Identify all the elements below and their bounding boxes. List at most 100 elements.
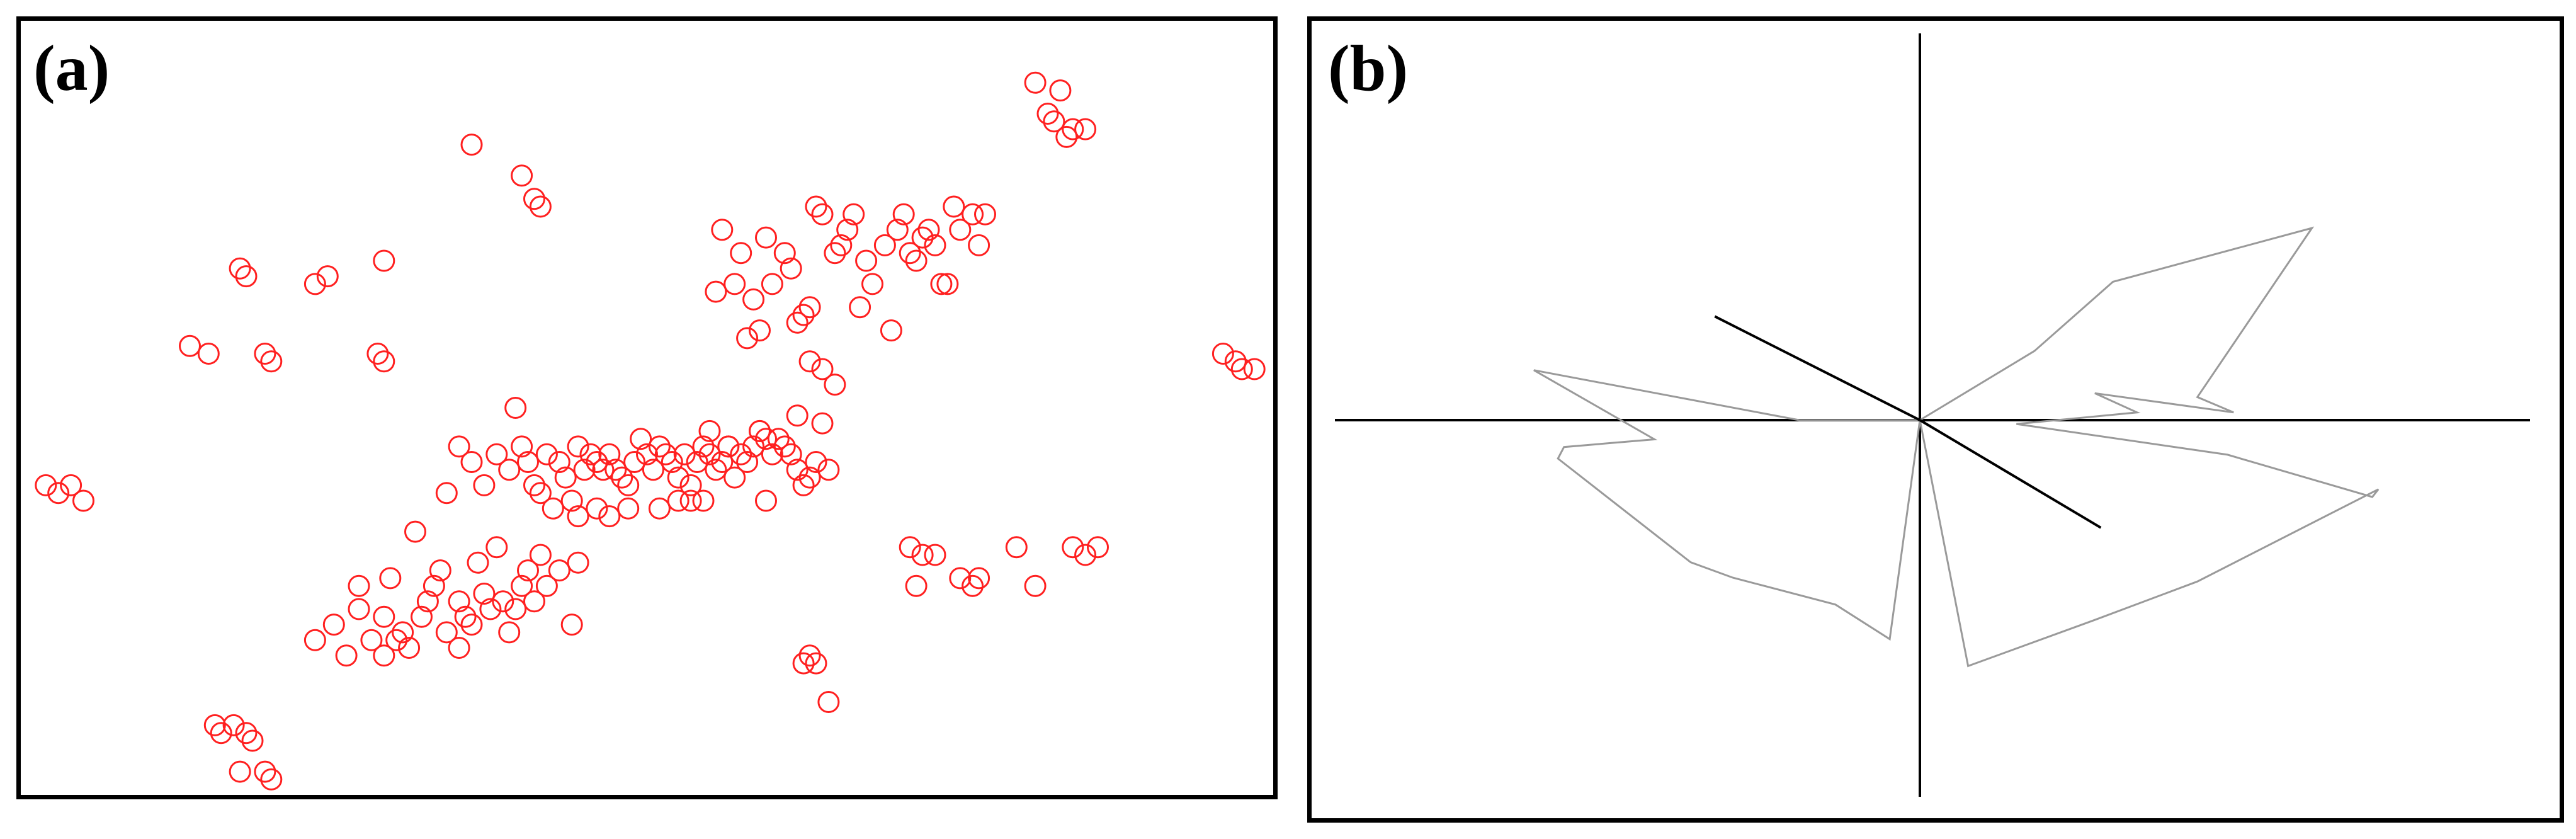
data-point-33 [235,722,258,745]
data-point-127 [736,451,759,473]
data-point-183 [880,319,902,342]
data-point-101 [573,459,596,481]
data-point-143 [485,443,508,465]
data-point-56 [335,644,358,667]
data-point-110 [630,428,652,450]
data-point-133 [773,435,796,458]
data-point-64 [392,621,414,644]
data-point-105 [598,443,621,465]
data-point-11 [1043,110,1065,133]
data-point-36 [254,760,276,783]
data-point-13 [1055,125,1078,148]
data-point-40 [924,544,946,566]
data-point-132 [767,428,790,450]
data-point-82 [511,574,533,597]
data-point-125 [723,466,746,489]
data-point-80 [498,621,521,644]
data-point-198 [786,404,809,427]
data-point-92 [498,459,521,481]
data-point-185 [892,203,915,225]
data-point-29 [373,249,395,272]
data-point-28 [373,350,395,373]
data-point-87 [548,559,570,582]
data-point-122 [705,459,727,481]
data-point-72 [448,590,470,613]
data-point-154 [692,489,715,512]
data-point-39 [911,544,934,566]
data-point-176 [830,234,853,256]
data-point-70 [435,621,458,644]
data-point-147 [567,505,589,528]
data-point-26 [316,265,339,288]
data-point-202 [824,374,846,396]
data-point-146 [542,497,564,520]
data-point-4 [511,164,533,187]
data-point-106 [604,459,627,481]
data-point-81 [504,598,527,620]
data-point-49 [1087,536,1109,559]
data-point-134 [780,443,802,465]
data-point-148 [586,497,608,520]
data-point-17 [1230,358,1253,380]
data-point-121 [698,443,721,465]
data-point-116 [667,466,689,489]
data-point-97 [548,451,570,473]
data-point-96 [535,443,558,465]
data-point-48 [1074,544,1097,566]
data-point-32 [222,714,245,736]
data-point-141 [448,435,470,458]
data-point-172 [798,296,821,319]
data-point-52 [798,644,821,667]
data-point-175 [824,242,846,265]
data-point-163 [730,242,752,265]
data-point-35 [229,760,251,783]
data-point-79 [492,590,514,613]
data-point-187 [905,249,928,272]
data-point-59 [360,629,383,651]
data-point-0 [35,474,57,496]
data-point-190 [924,234,946,256]
panel-b-label: (b) [1328,32,1409,105]
data-point-103 [586,451,608,473]
data-point-84 [523,590,545,613]
spoke-line-0 [1714,315,1921,421]
data-point-188 [911,226,934,249]
data-point-5 [523,188,545,210]
data-point-60 [373,605,395,628]
data-point-50 [792,652,815,675]
data-point-16 [1211,343,1234,365]
panel-b: (b) [1307,16,2564,823]
scatter-plot [35,71,1266,790]
data-point-100 [567,435,589,458]
data-point-159 [805,451,827,473]
data-point-118 [679,474,702,496]
data-point-108 [617,474,640,496]
data-point-109 [623,451,646,473]
data-point-15 [1224,350,1247,373]
data-point-195 [962,203,984,225]
data-point-115 [661,451,683,473]
data-point-71 [448,637,470,659]
data-point-192 [936,273,959,295]
data-point-10 [1049,79,1072,102]
data-point-75 [467,551,489,574]
data-point-153 [679,489,702,512]
data-point-85 [529,544,552,566]
data-point-179 [849,296,871,319]
data-point-18 [1243,358,1266,380]
data-point-107 [611,466,633,489]
data-point-1 [47,482,70,505]
data-point-83 [517,559,539,582]
data-point-54 [304,629,326,651]
data-point-194 [949,219,972,241]
data-point-170 [780,257,802,280]
data-point-73 [454,605,477,628]
data-point-53 [817,691,840,713]
data-point-131 [761,443,783,465]
data-point-74 [460,614,483,636]
data-point-178 [843,203,865,225]
data-point-25 [304,273,326,295]
data-point-38 [899,536,921,559]
data-point-78 [485,536,508,559]
data-point-136 [792,474,815,496]
